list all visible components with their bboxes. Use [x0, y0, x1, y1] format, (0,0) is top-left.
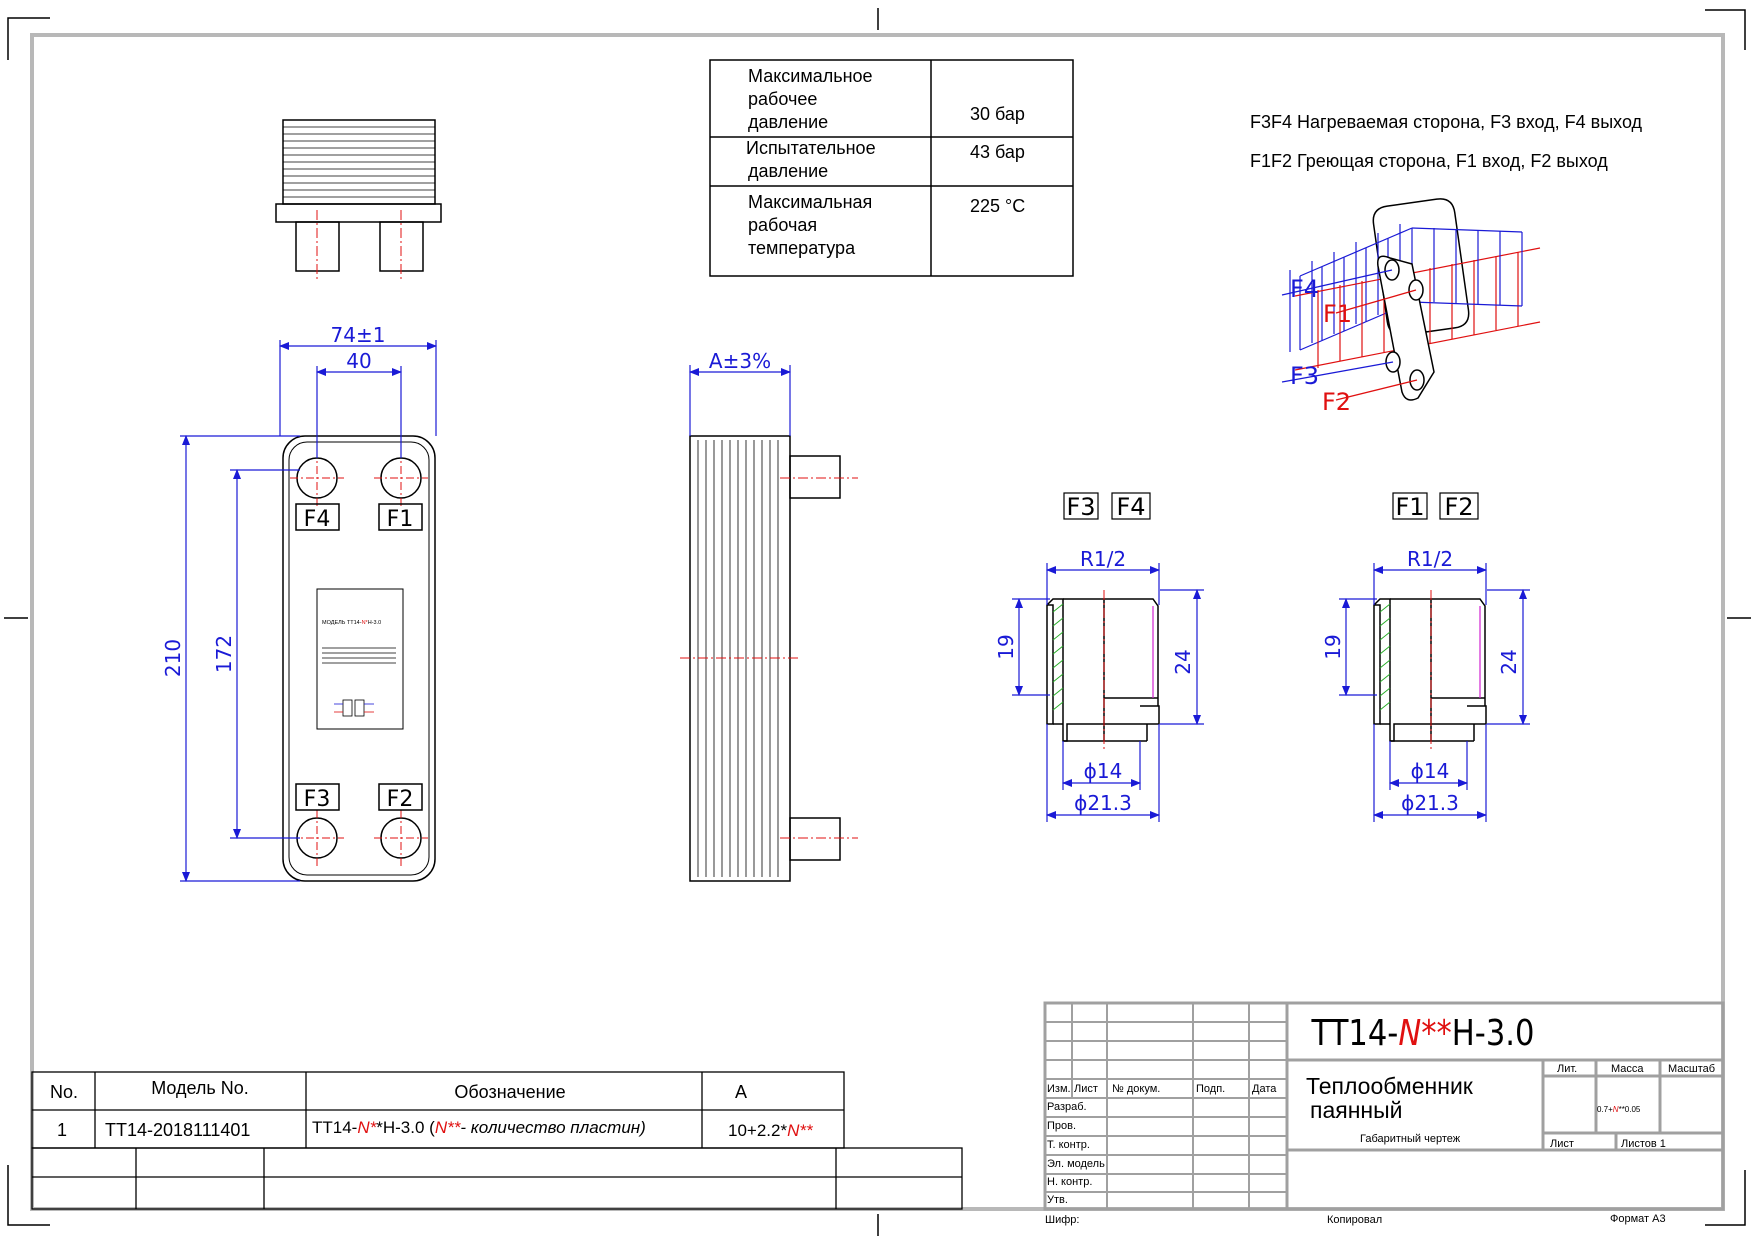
drawing-code: TT14-N**H-3.0 — [1311, 1012, 1535, 1054]
svg-text:МОДЕЛЬ ТТ14-N*Н-3.0: МОДЕЛЬ ТТ14-N*Н-3.0 — [322, 620, 381, 626]
spec-3-value: 225 °C — [970, 196, 1025, 216]
dim-height: 210 — [161, 639, 185, 677]
svg-text:1: 1 — [57, 1120, 67, 1140]
legend-heating: F1F2 Греющая сторона, F1 вход, F2 выход — [1250, 151, 1608, 171]
dim-thickness: A±3% — [709, 349, 771, 373]
svg-text:Модель No.: Модель No. — [151, 1078, 249, 1098]
port-label-f4: F4 — [304, 507, 331, 532]
svg-text:Лит.: Лит. — [1557, 1063, 1577, 1075]
svg-text:F4: F4 — [1116, 493, 1145, 521]
dim-d14-f3f4: ϕ14 — [1084, 759, 1123, 783]
svg-text:Подп.: Подп. — [1196, 1083, 1225, 1095]
footer-format: Формат A3 — [1610, 1213, 1666, 1225]
parts-table: No. Модель No. Обозначение A 1 TT14-2018… — [31, 1071, 963, 1210]
port-label-f3: F3 — [304, 787, 331, 812]
legend-heated: F3F4 Нагреваемая сторона, F3 вход, F4 вы… — [1250, 112, 1643, 132]
footer-kopiroval: Копировал — [1327, 1214, 1382, 1226]
spec-1-value: 30 бар — [970, 104, 1025, 124]
dim-24-f3f4: 24 — [1171, 649, 1195, 674]
svg-text:Утв.: Утв. — [1047, 1194, 1068, 1206]
product-name-line2: паянный — [1310, 1097, 1402, 1123]
a-value: 10+2.2*N** — [728, 1121, 814, 1140]
svg-text:No.: No. — [50, 1082, 78, 1102]
svg-text:F1: F1 — [1395, 493, 1424, 521]
svg-text:A: A — [735, 1082, 747, 1102]
svg-text:F2: F2 — [1444, 493, 1473, 521]
designation-value: TT14-N**H-3.0 (N**- количество пластин) — [312, 1118, 646, 1137]
port-label-f1: F1 — [387, 507, 414, 532]
product-name-line1: Теплообменник — [1306, 1073, 1474, 1099]
footer-shifr: Шифр: — [1045, 1214, 1079, 1226]
svg-text:Изм.: Изм. — [1047, 1083, 1071, 1095]
crop-marks — [4, 8, 1751, 1236]
port-label-f2: F2 — [387, 787, 414, 812]
dim-19-f1f2: 19 — [1321, 634, 1345, 659]
svg-text:Эл. модель: Эл. модель — [1047, 1158, 1105, 1170]
spec-table: Максимальное рабочее давление 30 бар Исп… — [709, 59, 1074, 277]
section-f3-f4-dims — [1012, 563, 1204, 822]
flow-sketch — [1281, 198, 1541, 401]
svg-text:Масса: Масса — [1611, 1063, 1644, 1075]
dim-thread-f1f2: R1/2 — [1407, 547, 1453, 571]
dim-port-height: 172 — [212, 635, 236, 673]
svg-text:Листов 1: Листов 1 — [1621, 1138, 1666, 1150]
flow-label-f2: F2 — [1322, 388, 1351, 416]
flow-label-f3: F3 — [1290, 362, 1319, 390]
dim-width: 74±1 — [331, 323, 386, 347]
front-dimensions — [180, 340, 437, 882]
svg-text:Обозначение: Обозначение — [454, 1082, 565, 1102]
dim-d21-f1f2: ϕ21.3 — [1401, 791, 1459, 815]
section-f1-f2: F1 F2 — [1373, 492, 1487, 750]
dim-port-spacing: 40 — [346, 349, 371, 373]
dim-thread-f3f4: R1/2 — [1080, 547, 1126, 571]
side-dimensions — [689, 365, 791, 436]
spec-2-label: Испытательное давление — [746, 138, 881, 181]
svg-text:TT14-2018111401: TT14-2018111401 — [105, 1120, 250, 1140]
svg-text:Н. контр.: Н. контр. — [1047, 1176, 1092, 1188]
svg-text:Пров.: Пров. — [1047, 1120, 1076, 1132]
svg-text:Лист: Лист — [1074, 1083, 1098, 1095]
svg-text:Лист: Лист — [1550, 1138, 1574, 1150]
dim-24-f1f2: 24 — [1497, 649, 1521, 674]
spec-3-label: Максимальная рабочая температура — [748, 192, 877, 258]
title-block: Изм. Лист № докум. Подп. Дата Разраб. Пр… — [1043, 1001, 1725, 1211]
nameplate: МОДЕЛЬ ТТ14-N*Н-3.0 — [316, 588, 404, 730]
section-f3-f4: F3 F4 — [1046, 492, 1160, 750]
svg-text:Разраб.: Разраб. — [1047, 1101, 1087, 1113]
dim-19-f3f4: 19 — [994, 634, 1018, 659]
svg-text:Масштаб: Масштаб — [1668, 1063, 1715, 1075]
dim-d21-f3f4: ϕ21.3 — [1074, 791, 1132, 815]
spec-2-value: 43 бар — [970, 142, 1025, 162]
svg-text:F3: F3 — [1066, 493, 1095, 521]
svg-text:Дата: Дата — [1252, 1083, 1277, 1095]
side-view — [680, 435, 858, 882]
svg-text:Т. контр.: Т. контр. — [1047, 1139, 1090, 1151]
section-f1-f2-dims — [1339, 563, 1530, 822]
drawing-subtitle: Габаритный чертеж — [1360, 1133, 1461, 1145]
top-view — [275, 119, 442, 282]
svg-text:№ докум.: № докум. — [1112, 1083, 1160, 1095]
mass-value: 0.7+N**0.05 — [1597, 1105, 1641, 1114]
flow-label-f4: F4 — [1290, 275, 1319, 303]
dim-d14-f1f2: ϕ14 — [1411, 759, 1450, 783]
flow-label-f1: F1 — [1323, 300, 1352, 328]
front-view: F4 F1 F3 F2 МОДЕЛЬ ТТ14-N*Н-3.0 — [282, 435, 436, 882]
spec-1-label: Максимальное рабочее давление — [748, 66, 878, 132]
